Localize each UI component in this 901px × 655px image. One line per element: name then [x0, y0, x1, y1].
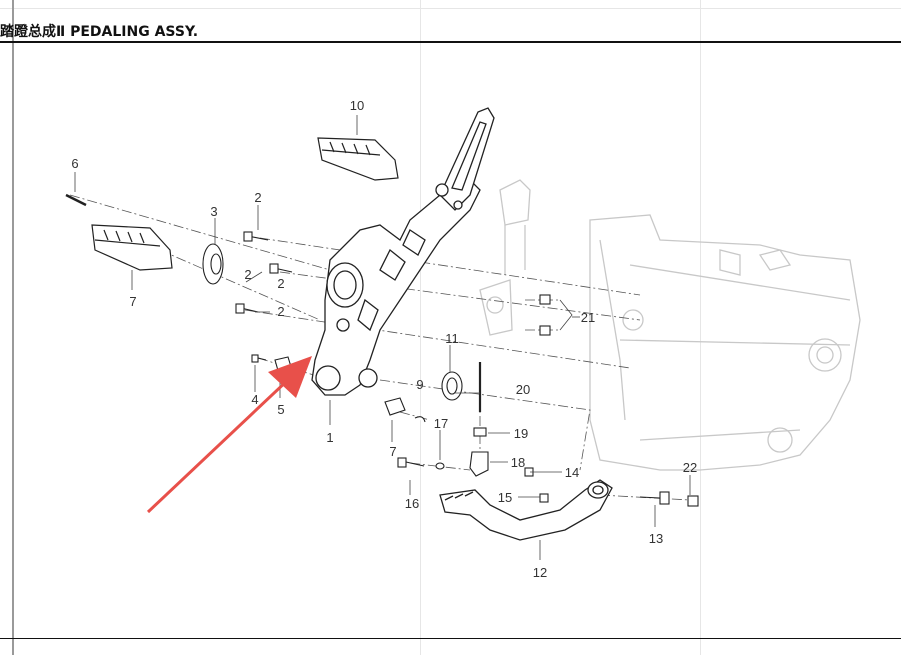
footpeg-passenger [91, 224, 173, 271]
callout-label: 14 [565, 465, 579, 480]
callout-label: 16 [405, 496, 419, 511]
grid-line [420, 0, 421, 655]
callout-label: 2 [277, 304, 284, 319]
callout-label: 7 [129, 294, 136, 309]
footpeg-rider [317, 137, 399, 181]
page-title: 踏蹬总成Ⅱ PEDALING ASSY. [0, 24, 199, 40]
brake-pedal [439, 479, 613, 541]
callout-label: 21 [581, 310, 595, 325]
callout-label: 22 [683, 460, 697, 475]
callout-label: 5 [277, 402, 284, 417]
title-rule [0, 41, 901, 43]
grid-line [0, 8, 901, 9]
callout-label: 2 [277, 276, 284, 291]
callout-label: 1 [326, 430, 333, 445]
callout-label: 2 [254, 190, 261, 205]
footpeg-arm [435, 107, 495, 211]
bottom-rule [0, 638, 901, 639]
callout-label: 15 [498, 490, 512, 505]
callout-label: 4 [251, 392, 258, 407]
callout-label: 10 [350, 98, 364, 113]
page-left-border [12, 0, 14, 655]
callout-label: 20 [516, 382, 530, 397]
callout-label: 18 [511, 455, 525, 470]
callout-label: 3 [210, 204, 217, 219]
callout-label: 13 [649, 531, 663, 546]
callout-label: 2 [244, 267, 251, 282]
callout-label: 17 [434, 416, 448, 431]
ghost-frame [479, 179, 861, 471]
callout-label: 9 [416, 377, 423, 392]
small-parts [65, 193, 699, 507]
callout-label: 7 [389, 444, 396, 459]
grid-line [700, 0, 701, 655]
callout-label: 12 [533, 565, 547, 580]
callout-label: 11 [445, 331, 459, 346]
callout-label: 6 [71, 156, 78, 171]
red-arrow-icon [146, 356, 312, 514]
callout-label: 19 [514, 426, 528, 441]
title-bar: 踏蹬总成Ⅱ PEDALING ASSY. [0, 18, 901, 43]
main-bracket [311, 179, 481, 396]
callout-numbers: 1 2 2 2 2 3 4 5 6 7 7 9 10 11 12 13 14 1… [71, 98, 697, 580]
